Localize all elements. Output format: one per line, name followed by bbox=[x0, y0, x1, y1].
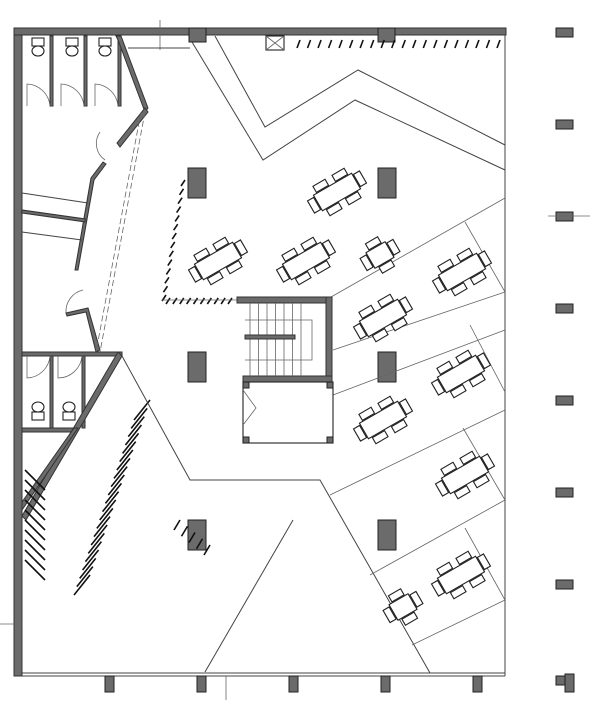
column bbox=[555, 395, 574, 406]
table-with-chairs bbox=[431, 247, 493, 297]
column bbox=[472, 675, 483, 693]
column bbox=[188, 27, 207, 43]
table-with-chairs bbox=[430, 349, 492, 399]
table-with-chairs bbox=[430, 550, 492, 600]
column bbox=[555, 211, 574, 222]
outer-walls bbox=[0, 20, 507, 700]
column bbox=[555, 119, 574, 130]
table-with-chairs bbox=[352, 293, 414, 343]
column bbox=[377, 519, 397, 551]
restroom-bottom bbox=[21, 351, 123, 521]
column bbox=[380, 675, 391, 693]
table-with-chairs bbox=[382, 588, 424, 626]
table-with-chairs bbox=[187, 236, 249, 286]
elevator-lobby bbox=[242, 381, 334, 444]
toilet-icon bbox=[31, 37, 112, 57]
zone-lines bbox=[121, 35, 506, 674]
column bbox=[555, 579, 574, 590]
column bbox=[555, 303, 574, 314]
table-with-chairs bbox=[352, 395, 414, 445]
table-with-chairs bbox=[306, 167, 368, 217]
stair-core bbox=[236, 296, 334, 444]
column bbox=[187, 167, 207, 199]
table-with-chairs bbox=[434, 450, 496, 500]
table-with-chairs bbox=[359, 236, 401, 274]
interior-columns bbox=[187, 27, 397, 551]
column bbox=[187, 519, 207, 551]
tables bbox=[187, 167, 496, 626]
column bbox=[377, 351, 397, 383]
column bbox=[187, 351, 207, 383]
column bbox=[104, 675, 115, 693]
column bbox=[196, 675, 207, 693]
column bbox=[377, 167, 397, 199]
exterior-columns bbox=[104, 27, 590, 693]
column bbox=[555, 27, 574, 38]
column bbox=[377, 27, 396, 43]
hatch-areas bbox=[24, 39, 501, 596]
column bbox=[564, 673, 575, 693]
table-with-chairs bbox=[275, 236, 337, 286]
column bbox=[288, 675, 299, 693]
restroom-top bbox=[21, 35, 190, 353]
column bbox=[555, 487, 574, 498]
